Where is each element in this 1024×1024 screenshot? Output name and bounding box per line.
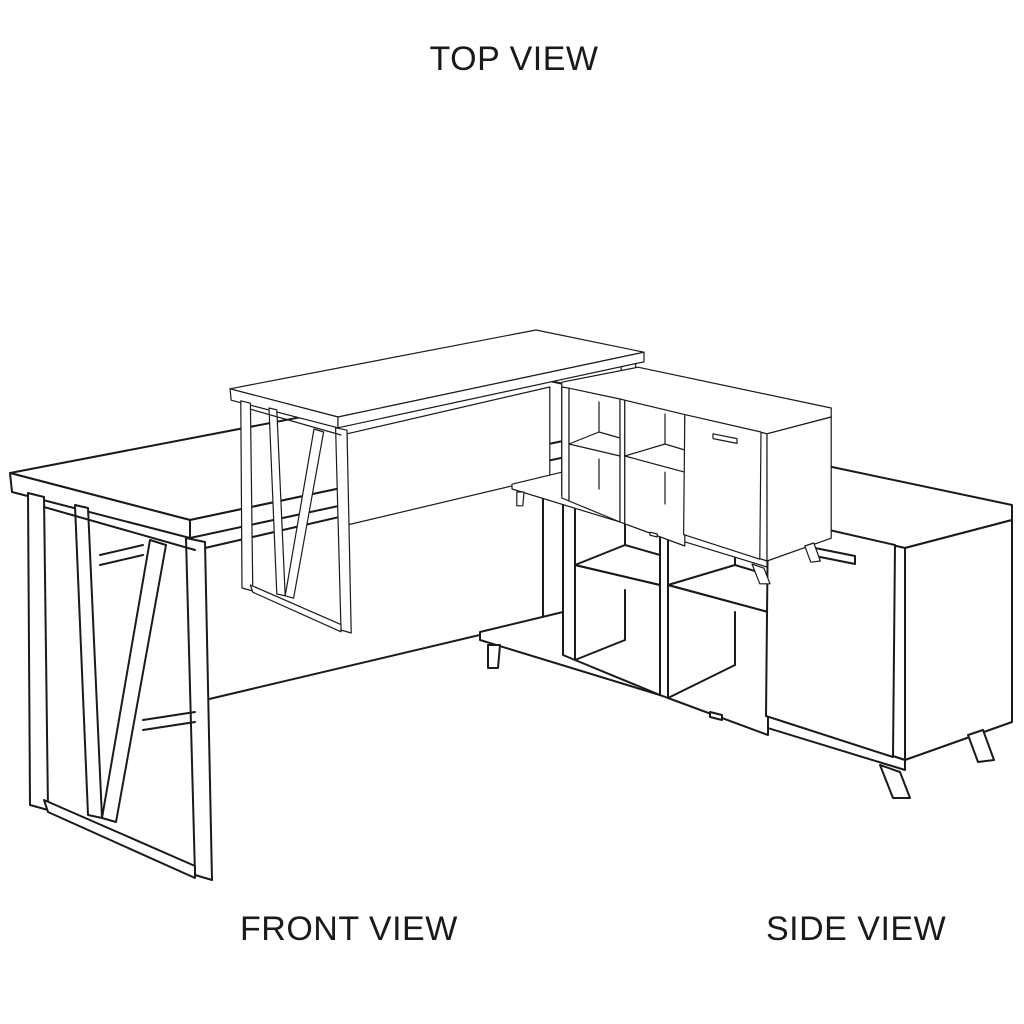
- side-view-label: SIDE VIEW: [766, 910, 947, 948]
- large-desk-left-leg-frame: [27, 492, 213, 881]
- front-view-label: FRONT VIEW: [240, 910, 458, 948]
- small-desk-illustration: [229, 329, 832, 634]
- top-view-label: TOP VIEW: [429, 40, 599, 78]
- large-cabinet-legs: [487, 644, 995, 799]
